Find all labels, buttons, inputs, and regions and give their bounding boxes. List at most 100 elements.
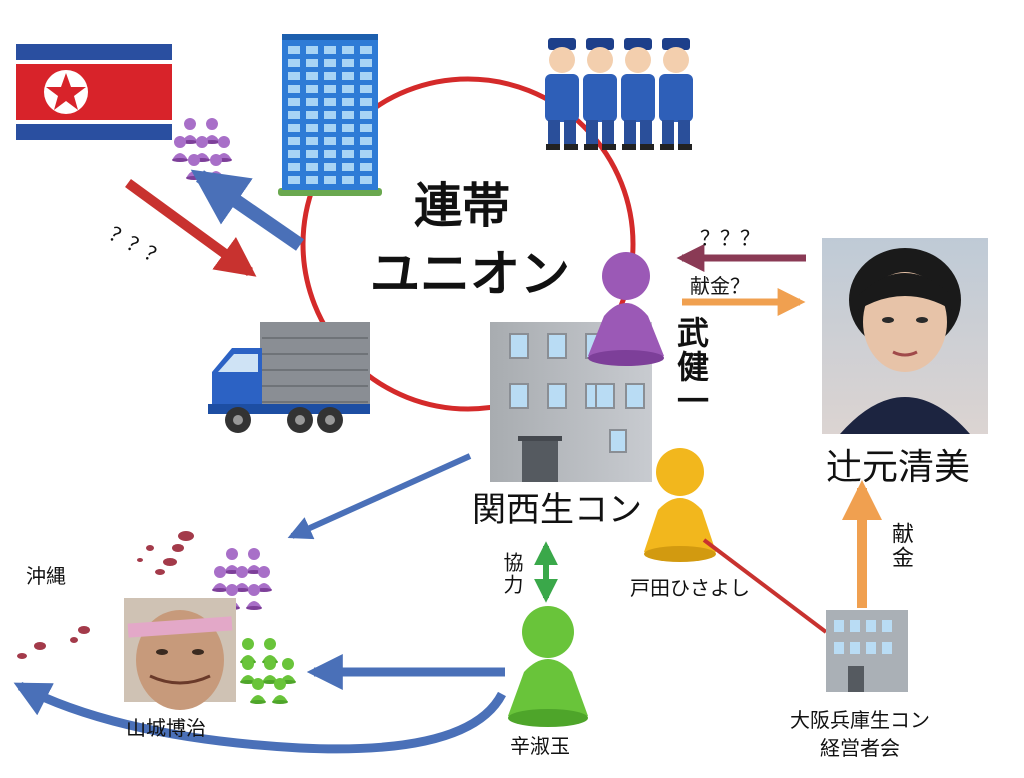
donation-label: 献金: [888, 522, 913, 570]
tower-window: [288, 150, 300, 158]
tower-window: [306, 98, 318, 106]
officer-cap: [624, 38, 652, 50]
tower-window: [288, 176, 300, 184]
kansai-window: [509, 333, 529, 359]
island-shape: [163, 558, 177, 566]
officer-leg: [640, 120, 652, 146]
crowd-person-body: [182, 135, 198, 142]
crowd-person-head: [188, 154, 200, 166]
tower-window: [324, 111, 336, 119]
officer-body: [583, 74, 617, 122]
tsujimoto-portrait: [822, 238, 988, 434]
tower-window: [360, 111, 372, 119]
crowd-person-head: [184, 118, 196, 130]
officer-shoe: [622, 144, 636, 150]
tower-window: [342, 59, 354, 67]
crowd-person-head: [248, 548, 260, 560]
yamashiro-portrait: [124, 598, 236, 710]
tower-window: [288, 111, 300, 119]
tower-window: [360, 98, 372, 106]
kansai-window: [625, 383, 645, 409]
crowd-person-head: [264, 638, 276, 650]
crowd-person-base: [234, 588, 250, 592]
tower-window: [342, 46, 354, 54]
tower-window: [342, 150, 354, 158]
crowd-person-body: [256, 583, 272, 590]
tower-window: [306, 59, 318, 67]
yamashiro-name-label: 山城博治: [126, 716, 206, 740]
crowd-person-head: [252, 678, 264, 690]
tower-window: [288, 98, 300, 106]
osaka-association-building-icon: [826, 610, 908, 692]
officer-head: [663, 47, 689, 73]
osaka-window: [834, 642, 844, 654]
kansai-window: [509, 383, 529, 409]
tower-window: [360, 72, 372, 80]
crowd-person-base: [224, 570, 240, 574]
officer-head: [587, 47, 613, 73]
tower-window: [324, 59, 336, 67]
take-piece-icon: [588, 252, 664, 366]
shin-piece-icon: [508, 606, 588, 727]
officer-shoe: [546, 144, 560, 150]
crowd-person-head: [210, 154, 222, 166]
officer-leg: [602, 120, 614, 146]
tower-window: [306, 137, 318, 145]
union-title-line1: 連帯: [414, 178, 511, 234]
tower-window: [306, 163, 318, 171]
island-shape: [78, 626, 90, 634]
truck-icon: [208, 322, 370, 433]
building-windows: [288, 46, 372, 184]
tower-window: [324, 176, 336, 184]
tower-window: [306, 85, 318, 93]
donation-question-label: 献金？: [690, 274, 750, 298]
arrow-curve-to-okinawa: [13, 682, 506, 754]
officer-shoe: [602, 144, 616, 150]
purple-crowd-icon: [172, 118, 232, 180]
take-name-label: 武健一: [672, 316, 710, 418]
tower-window: [360, 150, 372, 158]
osaka-window: [834, 620, 844, 632]
tower-window: [324, 98, 336, 106]
kansai-window: [547, 383, 567, 409]
toda-piece-icon: [644, 448, 716, 562]
crowd-person-body: [172, 153, 188, 160]
okinawa-label: 沖縄: [26, 564, 66, 588]
tower-window: [288, 137, 300, 145]
tower-window: [342, 85, 354, 93]
tower-window: [324, 124, 336, 132]
tower-window: [288, 46, 300, 54]
tower-window: [360, 59, 372, 67]
tower-window: [306, 176, 318, 184]
tower-window: [342, 111, 354, 119]
office-building-icon: [278, 34, 382, 196]
officer-shoe: [584, 144, 598, 150]
crowd-person-base: [272, 700, 288, 704]
osaka-building-windows: [834, 620, 892, 654]
crowd-person-body: [224, 565, 240, 572]
crowd-person-body: [234, 583, 250, 590]
osaka-window: [882, 620, 892, 632]
crowd-person-head: [218, 136, 230, 148]
crowd-person-body: [212, 583, 228, 590]
crowd-person-base: [240, 680, 256, 684]
arrow-kansai-to-okinawa: [287, 453, 472, 540]
tsujimoto-question-label: ？？？: [700, 226, 760, 250]
crowd-person-head: [206, 118, 218, 130]
line-toda-osaka: [702, 538, 828, 634]
officer-shoe: [660, 144, 674, 150]
tower-window: [342, 163, 354, 171]
green-crowd-icon: [240, 638, 296, 704]
officer-head: [549, 47, 575, 73]
island-shape: [137, 558, 143, 562]
crowd-person-base: [204, 140, 220, 144]
tower-window: [324, 150, 336, 158]
osaka-window: [866, 620, 876, 632]
kansai-window: [547, 333, 567, 359]
kansai-window: [595, 383, 615, 409]
osaka-window: [866, 642, 876, 654]
crowd-person-base: [172, 158, 188, 162]
tower-window: [342, 98, 354, 106]
officer-shoe: [678, 144, 692, 150]
officer-cap: [662, 38, 690, 50]
